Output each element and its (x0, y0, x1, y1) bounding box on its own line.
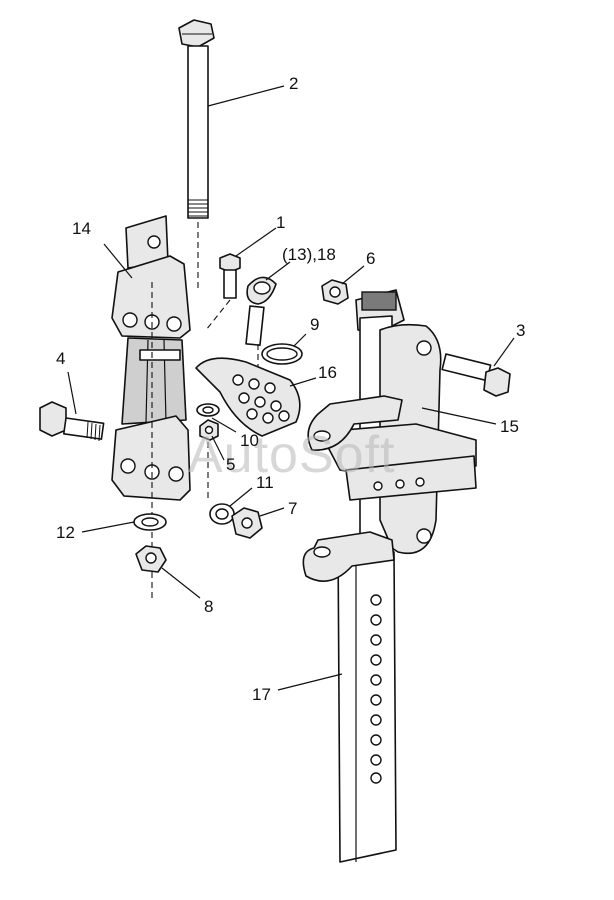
nut-part-7 (231, 507, 263, 539)
lock-pin-part-18 (245, 276, 277, 380)
callout-14: 14 (72, 219, 91, 238)
right-bolt-part-3 (441, 353, 511, 397)
small-bolt-part-1 (205, 253, 241, 331)
callout-17: 17 (252, 685, 271, 704)
callout-4: 4 (56, 349, 65, 368)
spring-clip-part-9 (261, 343, 303, 365)
nut-part-8 (135, 545, 167, 573)
nut-part-6 (321, 279, 349, 305)
leader-lines (67, 85, 515, 691)
drilled-bar-part-17 (337, 539, 397, 863)
nut-part-5 (199, 419, 219, 500)
watermark-logo: AutoSoft (188, 426, 395, 484)
callout-15: 15 (500, 417, 519, 436)
callout-10: 10 (240, 431, 259, 450)
washer-part-12 (133, 513, 167, 531)
callout-9: 9 (310, 315, 319, 334)
washer-part-10 (196, 403, 220, 417)
long-bolt-part-2 (178, 19, 215, 290)
callout-5: 5 (226, 455, 235, 474)
callout-16: 16 (318, 363, 337, 382)
callout-11: 11 (256, 473, 274, 492)
callout-1: 1 (276, 213, 285, 232)
callout-7: 7 (288, 499, 297, 518)
frame-part-15 (302, 289, 477, 582)
washer-part-11 (209, 503, 235, 525)
callout-3: 3 (516, 321, 525, 340)
callout-8: 8 (204, 597, 213, 616)
bracket-part-14 (111, 215, 191, 600)
callout-6: 6 (366, 249, 375, 268)
callout-2: 2 (289, 74, 298, 93)
callout-13-18: (13),18 (282, 245, 336, 264)
callout-12: 12 (56, 523, 75, 542)
latch-plate-part-16 (195, 357, 301, 437)
side-bolt-part-4 (39, 401, 105, 442)
callout-labels: 2 1 (13),18 6 9 16 3 15 14 4 10 5 11 7 1… (56, 74, 525, 704)
